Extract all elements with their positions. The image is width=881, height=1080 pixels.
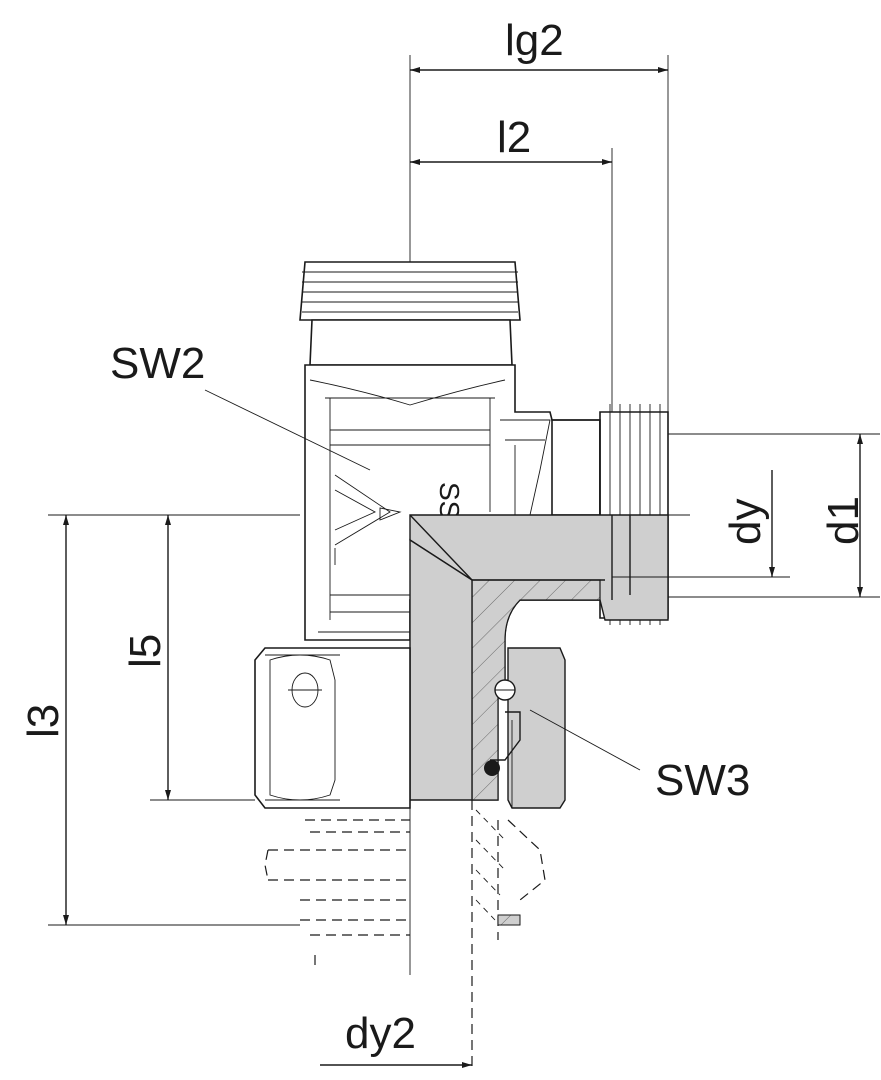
- seal-ring-icon: [484, 760, 500, 776]
- dim-lg2-label: lg2: [505, 16, 564, 65]
- sw2-label: SW2: [110, 339, 205, 388]
- union-nut: [254, 647, 411, 809]
- dim-d1-label: d1: [819, 496, 868, 545]
- body-mark-text: SS: [434, 482, 465, 519]
- section-view: [409, 514, 669, 809]
- sw3-label: SW3: [655, 756, 750, 805]
- dim-l3-label: l3: [19, 704, 68, 738]
- dim-l5-label: l5: [121, 634, 170, 668]
- top-thread: [299, 261, 521, 366]
- sw3-leader: [529, 709, 641, 771]
- dim-dy-label: dy: [721, 499, 770, 545]
- sw2-leader: [204, 389, 371, 471]
- dim-dy2-label: dy2: [345, 1009, 416, 1058]
- dim-l2-label: l2: [497, 113, 531, 162]
- connection-phantom: [264, 800, 546, 1070]
